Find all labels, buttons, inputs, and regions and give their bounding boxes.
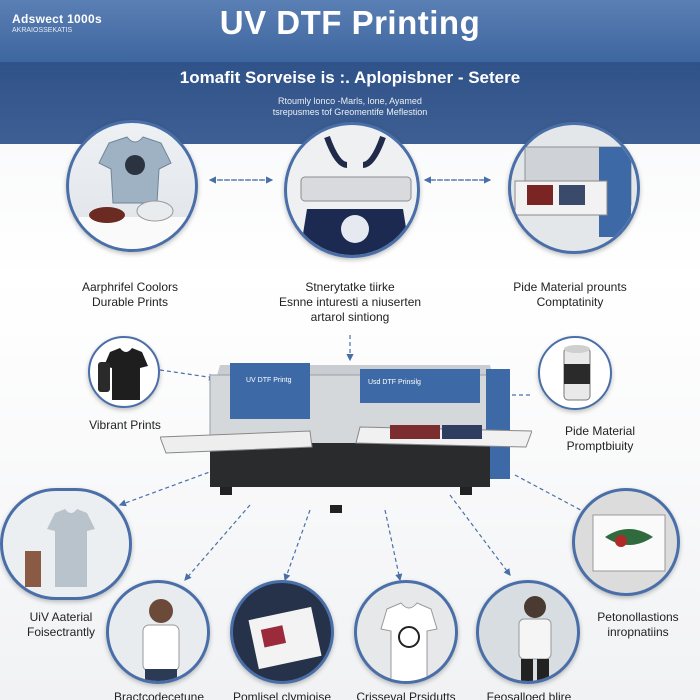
- label-low-right: Petonollastions inropnatiins: [597, 610, 679, 639]
- press-icon: [299, 135, 412, 255]
- label-top-left: Aarphrifel Coolors Durable Prints: [81, 280, 179, 309]
- customer-image: [476, 580, 580, 684]
- band-text-line2: tsrepusmes tof Greomentife Meflestion: [272, 107, 428, 117]
- label-bottom-2: Pomlisel clymioise: [232, 690, 332, 700]
- roll-icon: [563, 345, 591, 401]
- label-bottom-4: Feosalloed blire: [486, 690, 572, 700]
- apparel-display-image: [0, 488, 132, 600]
- transfer-application-image: [572, 488, 680, 596]
- label-mid-left: Vibrant Prints: [89, 418, 161, 432]
- printer-icon: [514, 146, 632, 237]
- printer-illustration: [159, 363, 533, 513]
- band-text-line1: Rtoumly lonco -Marls, lone, Ayamed: [278, 96, 422, 106]
- printer-panel-label-right: Usd DTF Prinsilg: [368, 379, 421, 386]
- page-title: UV DTF Printing: [219, 4, 481, 41]
- garment-image: [88, 336, 160, 408]
- heat-press-image: [284, 122, 420, 258]
- print-sheet-image: [230, 580, 334, 684]
- printed-shirt-image: [354, 580, 458, 684]
- label-top-center: Stnerytatke tiirke Esnne inturesti a niu…: [278, 280, 422, 324]
- shirt-icon: [98, 348, 148, 400]
- tshirt-icon: [79, 136, 191, 249]
- subtitle: 1omafit Sorveise is :. Aplopisbner - Set…: [179, 68, 521, 87]
- uv-dtf-printer: UV DTF Printg Usd DTF Prinsilg: [159, 355, 533, 525]
- customer-icon: [518, 596, 552, 681]
- material-roll-image: [538, 336, 612, 410]
- brand[interactable]: Adswect 1000s AKRAIOSSEKATIS: [12, 12, 102, 34]
- uv-printer-image: [508, 122, 640, 254]
- brand-tagline: AKRAIOSSEKATIS: [12, 27, 73, 34]
- hanger-shirt-icon: [25, 509, 95, 587]
- label-bottom-3: Crisseval Prsidutts: [356, 690, 456, 700]
- label-mid-right: Pide Material Promptbiuity: [564, 424, 636, 453]
- operator-image: [106, 580, 210, 684]
- person-icon: [142, 599, 180, 681]
- transfer-icon: [592, 514, 666, 572]
- label-top-right: Pide Material prounts Comptatinity: [513, 280, 627, 309]
- brand-name: Adswect 1000s: [12, 12, 102, 26]
- printer-panel-label-left: UV DTF Printg: [246, 377, 292, 384]
- header-bar: Adswect 1000s AKRAIOSSEKATIS UV DTF Prin…: [0, 0, 700, 62]
- label-bottom-1: Bractcodecetune: [113, 690, 205, 700]
- sheet-icon: [248, 606, 322, 670]
- tshirt-press-image: [66, 120, 198, 252]
- mannequin-icon: [380, 602, 438, 681]
- label-low-left: UiV Aaterial Foisectrantly: [26, 610, 96, 639]
